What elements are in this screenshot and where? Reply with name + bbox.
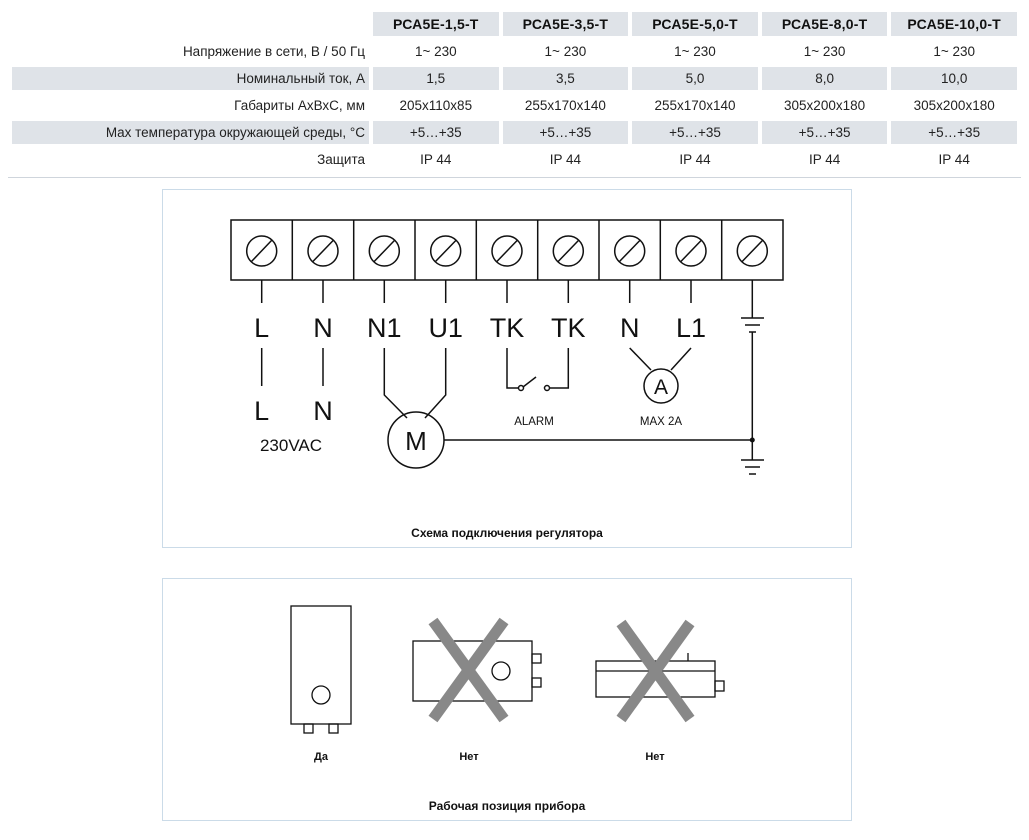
- spec-row-current: Номинальный ток, А 1,5 3,5 5,0 8,0 10,0: [12, 67, 1017, 90]
- spec-header-model: РСА5Е-5,0-Т: [632, 12, 758, 36]
- terminal-label: L1: [676, 313, 706, 343]
- terminal-screw-icon: [613, 235, 646, 267]
- spec-header-model: РСА5Е-3,5-Т: [502, 12, 629, 36]
- ammeter-label: A: [654, 376, 668, 399]
- motor-label: M: [405, 426, 427, 456]
- terminal-label: L: [254, 313, 269, 343]
- position-label-no: Нет: [645, 751, 665, 763]
- position-label-no: Нет: [459, 751, 479, 763]
- spec-cell: +5…+35: [373, 121, 499, 144]
- device-vertical-icon: [290, 605, 352, 734]
- spec-cell: 305x200x180: [784, 98, 866, 113]
- spec-cell: 1~ 230: [544, 44, 587, 59]
- spec-cell: 305x200x180: [913, 98, 995, 113]
- position-label-yes: Да: [314, 751, 329, 763]
- terminal-label: N: [313, 313, 333, 343]
- mounting-positions: Да Нет Нет Рабочая позиция прибора: [290, 605, 725, 813]
- spec-row-voltage: Напряжение в сети, В / 50 Гц 1~ 230 1~ 2…: [12, 40, 1017, 63]
- spec-header-model: РСА5Е-10,0-Т: [891, 12, 1017, 36]
- device-horizontal-icon: [412, 640, 542, 702]
- junction-dot: [749, 437, 755, 443]
- terminal-screw-icon: [675, 235, 707, 267]
- terminal-screw-icon: [552, 235, 585, 267]
- spec-row-temperature: Max температура окружающей среды, °С +5……: [12, 121, 1017, 144]
- spec-header-blank: [12, 12, 369, 36]
- supply-label: N: [313, 396, 333, 426]
- spec-cell: 255x170x140: [654, 98, 736, 113]
- positions-caption: Рабочая позиция прибора: [429, 799, 586, 813]
- terminal-label: TK: [551, 313, 586, 343]
- supply-voltage-label: 230VAC: [260, 436, 322, 455]
- terminal-label: TK: [490, 313, 525, 343]
- spec-row-label: Номинальный ток, А: [12, 67, 369, 90]
- spec-cell: IP 44: [679, 152, 711, 167]
- terminal-screw-icon: [368, 235, 401, 267]
- terminal-screw-icon: [736, 235, 769, 267]
- spec-cell: 1~ 230: [803, 44, 846, 59]
- spec-cell: 1~ 230: [414, 44, 457, 59]
- wiring-diagram: L N N1 U1 TK TK N L1 L N M A 230VAC ALAR…: [230, 219, 784, 540]
- spec-row-protection: Защита IP 44 IP 44 IP 44 IP 44 IP 44: [12, 148, 1017, 171]
- terminal-screw-icon: [491, 235, 523, 267]
- alarm-label: ALARM: [514, 416, 554, 428]
- ground-icon: [741, 459, 764, 475]
- terminal-screw-icon: [429, 235, 462, 267]
- spec-cell: 5,0: [632, 67, 758, 90]
- spec-cell: 205x110x85: [399, 98, 473, 113]
- terminal-label: N: [620, 313, 640, 343]
- terminal-screw-icon: [307, 235, 339, 267]
- spec-header-model: РСА5Е-1,5-Т: [373, 12, 499, 36]
- ammeter-symbol: [643, 368, 679, 404]
- spec-row-label: Напряжение в сети, В / 50 Гц: [182, 44, 365, 59]
- terminal-label: N1: [367, 313, 402, 343]
- not-allowed-cross-icon: [616, 619, 695, 723]
- not-allowed-cross-icon: [428, 617, 509, 723]
- spec-cell: 1~ 230: [674, 44, 716, 59]
- spec-cell: IP 44: [420, 152, 452, 167]
- mounting-position-panel: Да Нет Нет Рабочая позиция прибора: [162, 578, 852, 821]
- spec-cell: 1~ 230: [933, 44, 976, 59]
- spec-cell: 3,5: [502, 67, 629, 90]
- spec-row-dimensions: Габариты АхВхС, мм 205x110x85 255x170x14…: [12, 94, 1017, 117]
- spec-cell: 8,0: [761, 67, 888, 90]
- spec-cell: IP 44: [808, 152, 841, 167]
- spec-cell: +5…+35: [632, 121, 758, 144]
- spec-header-model: РСА5Е-8,0-Т: [761, 12, 888, 36]
- supply-label: L: [254, 396, 269, 426]
- max-current-label: MAX 2A: [640, 416, 683, 428]
- ground-icon: [741, 317, 764, 333]
- spec-cell: IP 44: [938, 152, 970, 167]
- alarm-switch-icon: [522, 376, 537, 388]
- spec-cell: +5…+35: [502, 121, 629, 144]
- terminal-label: U1: [428, 313, 463, 343]
- spec-cell: 255x170x140: [524, 98, 606, 113]
- wiring-caption: Схема подключения регулятора: [411, 526, 603, 540]
- spec-table: РСА5Е-1,5-Т РСА5Е-3,5-Т РСА5Е-5,0-Т РСА5…: [8, 8, 1021, 175]
- spec-cell: 10,0: [891, 67, 1017, 90]
- spec-header-row: РСА5Е-1,5-Т РСА5Е-3,5-Т РСА5Е-5,0-Т РСА5…: [12, 12, 1017, 36]
- spec-cell: IP 44: [549, 152, 582, 167]
- spec-cell: +5…+35: [891, 121, 1017, 144]
- spec-cell: +5…+35: [761, 121, 888, 144]
- terminal-screw-icon: [245, 235, 278, 267]
- spec-row-label: Защита: [317, 152, 365, 167]
- spec-cell: 1,5: [373, 67, 499, 90]
- spec-row-label: Габариты АхВхС, мм: [234, 98, 365, 113]
- wiring-diagram-panel: L N N1 U1 TK TK N L1 L N M A 230VAC ALAR…: [162, 189, 852, 548]
- table-divider: [8, 177, 1021, 178]
- spec-row-label: Max температура окружающей среды, °С: [12, 121, 369, 144]
